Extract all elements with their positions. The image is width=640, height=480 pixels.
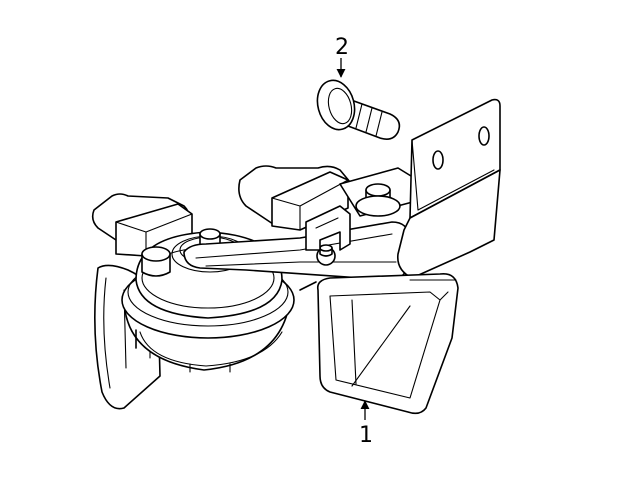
- horn-assembly: [91, 98, 501, 415]
- bolt-part: [316, 79, 401, 140]
- callout-1-label: 1: [359, 423, 373, 448]
- callout-2-label: 2: [335, 35, 349, 60]
